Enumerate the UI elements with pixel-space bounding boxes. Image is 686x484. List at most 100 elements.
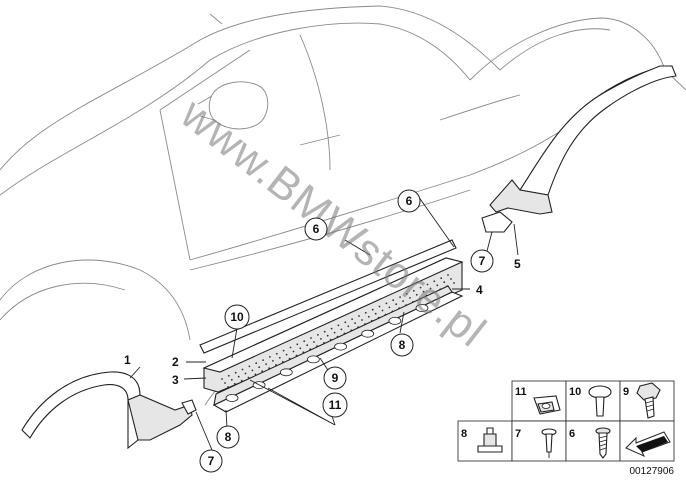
legend-num-9: 9 bbox=[623, 386, 629, 398]
sill-dot bbox=[227, 386, 229, 388]
legend-num-10: 10 bbox=[569, 386, 581, 398]
sill-dot bbox=[237, 375, 240, 378]
legend-num-7: 7 bbox=[515, 428, 521, 440]
callout-3: 3 bbox=[172, 373, 179, 387]
sill-dot bbox=[306, 344, 309, 347]
sill-dot bbox=[381, 309, 384, 312]
sill-dot bbox=[262, 359, 264, 361]
sill-dot bbox=[313, 341, 315, 343]
sill-dot bbox=[402, 300, 404, 302]
sill-dot bbox=[320, 338, 322, 340]
sill-dot bbox=[317, 334, 319, 336]
sill-dot bbox=[227, 374, 230, 377]
sill-dot bbox=[230, 378, 233, 381]
sill-dot bbox=[251, 369, 254, 372]
sill-dot bbox=[351, 318, 353, 320]
sill-dot bbox=[453, 282, 455, 284]
sill-dot bbox=[258, 366, 261, 369]
sill-dot bbox=[241, 368, 244, 371]
sill-dot bbox=[422, 290, 425, 293]
sill-dot bbox=[269, 356, 271, 358]
sill-dot bbox=[310, 337, 312, 339]
legend-num-8: 8 bbox=[461, 428, 467, 440]
diagram-id: 00127906 bbox=[630, 466, 675, 477]
sill-dot bbox=[224, 382, 226, 384]
sill-dot bbox=[347, 325, 350, 328]
sill-dot bbox=[450, 278, 452, 280]
callout-6a: 6 bbox=[406, 194, 413, 208]
legend-cell-7 bbox=[511, 420, 567, 462]
sill-dot bbox=[412, 289, 415, 292]
sill-dot bbox=[433, 280, 436, 283]
sill-dot bbox=[330, 327, 333, 330]
sill-dot bbox=[275, 352, 278, 355]
legend-num-6: 6 bbox=[569, 428, 575, 440]
callout-circle-7b bbox=[199, 449, 223, 473]
callout-circle-7a bbox=[470, 249, 494, 273]
sill-dot bbox=[333, 331, 336, 334]
callout-1: 1 bbox=[124, 353, 131, 367]
sill-dot bbox=[289, 346, 292, 349]
sill-dot bbox=[285, 353, 288, 356]
callout-4: 4 bbox=[476, 283, 483, 297]
lower-sill-rail bbox=[212, 285, 464, 413]
sill-dot bbox=[374, 312, 377, 315]
sill-dot bbox=[282, 349, 285, 352]
sill-dot bbox=[361, 319, 363, 321]
sill-dot bbox=[367, 315, 370, 318]
sill-dot bbox=[364, 311, 367, 314]
sill-dot bbox=[272, 360, 274, 362]
sill-dot bbox=[344, 321, 347, 324]
front-wheel-arch-trim bbox=[21, 371, 197, 450]
sill-dot bbox=[406, 293, 408, 295]
sill-dot bbox=[415, 293, 418, 296]
sill-dot bbox=[395, 303, 398, 306]
sill-dot bbox=[419, 286, 422, 289]
screw-icon bbox=[595, 427, 611, 459]
sill-dot bbox=[399, 296, 401, 298]
sill-dot bbox=[337, 324, 340, 327]
sill-dot bbox=[392, 299, 395, 302]
sill-dot bbox=[248, 365, 251, 368]
callout-circle-9 bbox=[323, 366, 347, 390]
sill-clip bbox=[334, 342, 348, 351]
sill-dot bbox=[299, 347, 302, 350]
sill-dot bbox=[409, 297, 411, 299]
side-sill-cover bbox=[202, 257, 464, 393]
sill-dot bbox=[303, 340, 306, 343]
sill-dot bbox=[278, 356, 281, 359]
callout-11: 11 bbox=[329, 398, 342, 412]
callout-circle-6a bbox=[397, 189, 421, 213]
fastener-legend: 11 10 9 8 7 6 bbox=[457, 380, 675, 477]
sill-dot bbox=[296, 343, 299, 346]
clip-nut-icon bbox=[533, 395, 561, 415]
sill-dot bbox=[255, 362, 258, 365]
callout-8a: 8 bbox=[399, 338, 406, 352]
callout-circle-10 bbox=[224, 304, 250, 330]
sill-dot bbox=[385, 302, 388, 305]
sill-dot bbox=[221, 378, 223, 380]
sill-dot bbox=[323, 330, 326, 333]
sill-dot bbox=[371, 308, 374, 311]
sill-dot bbox=[378, 305, 381, 308]
sill-dot bbox=[340, 328, 343, 331]
car-outline bbox=[0, 5, 686, 406]
sill-dot bbox=[240, 379, 243, 382]
callout-7b: 7 bbox=[208, 454, 215, 468]
callout-9: 9 bbox=[332, 371, 339, 385]
sill-dot bbox=[265, 363, 267, 365]
sill-dot bbox=[292, 350, 295, 353]
callout-10: 10 bbox=[230, 310, 244, 324]
expanding-rivet-icon bbox=[541, 428, 557, 458]
sill-dot bbox=[233, 382, 236, 385]
sill-clip bbox=[279, 368, 293, 377]
callout-circle-6b bbox=[304, 217, 328, 241]
sill-dot bbox=[234, 371, 237, 374]
rear-wheel-arch-trim bbox=[481, 65, 677, 233]
sill-dot bbox=[326, 334, 329, 337]
direction-arrow-icon bbox=[625, 431, 671, 458]
hex-bolt-icon bbox=[636, 382, 661, 419]
sill-clip bbox=[225, 394, 239, 402]
sill-dot bbox=[429, 287, 432, 290]
